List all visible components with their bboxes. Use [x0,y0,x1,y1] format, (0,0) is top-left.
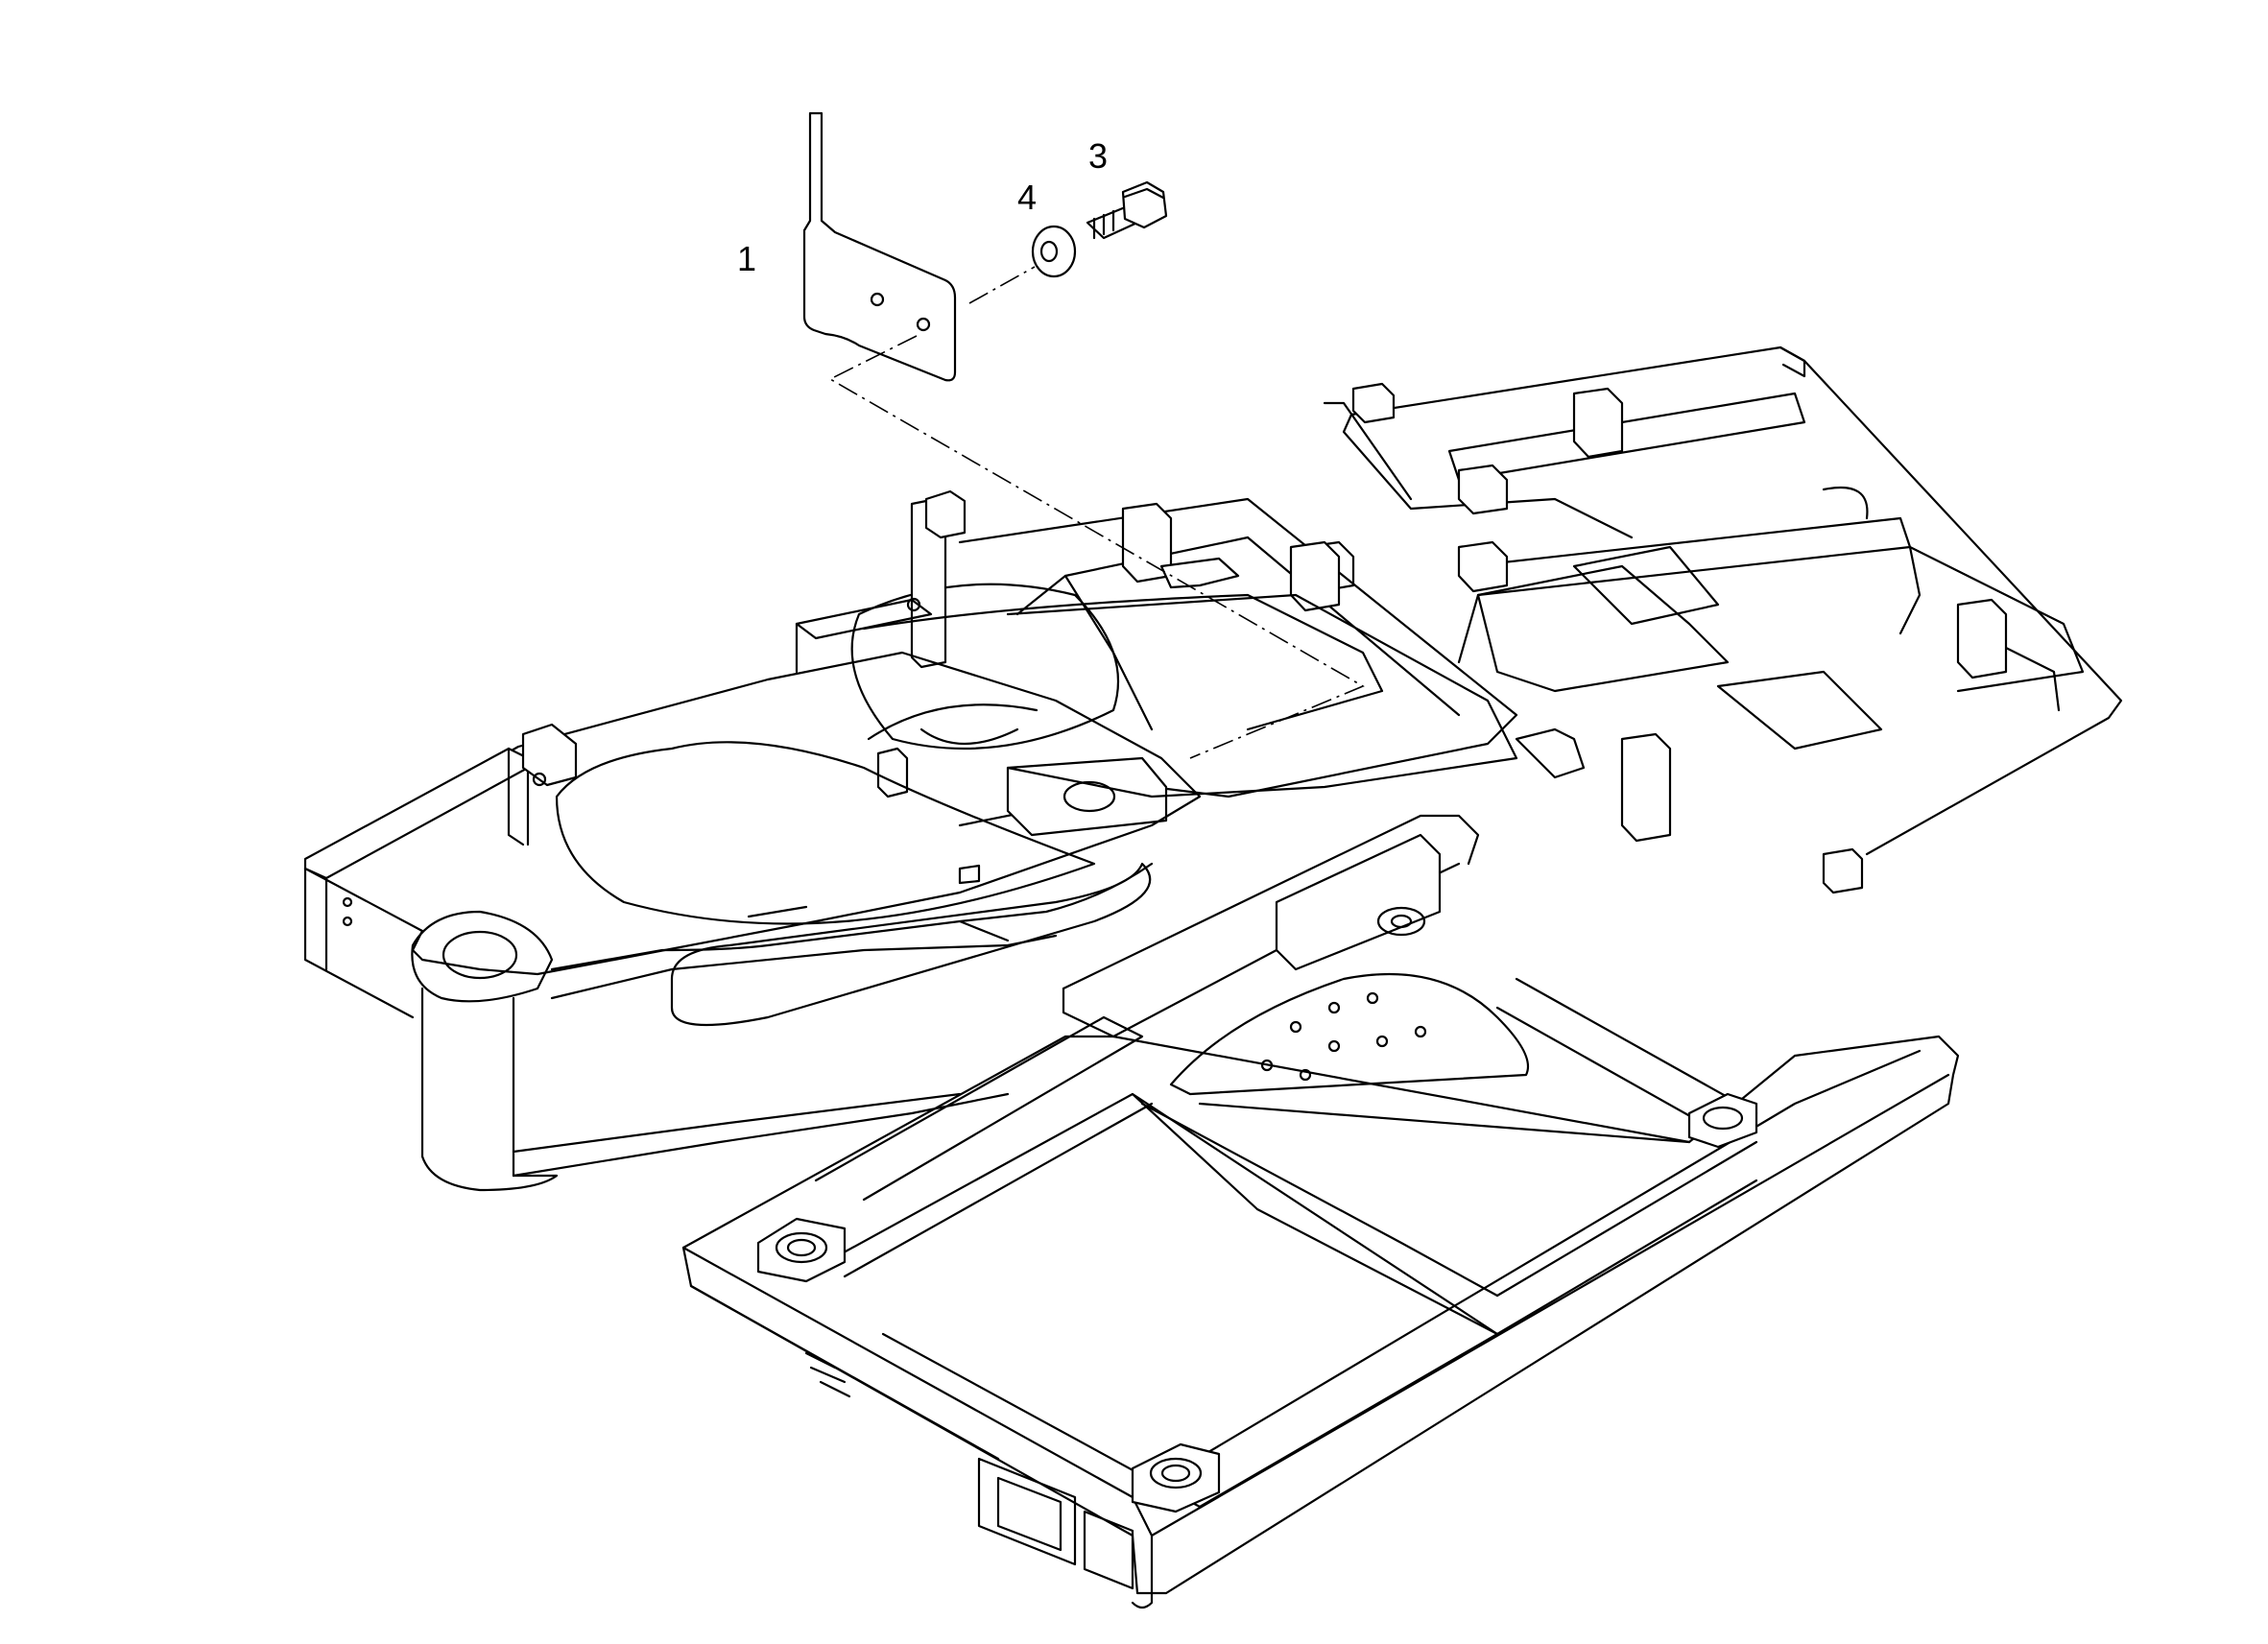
rear-frame [1303,345,2123,894]
callout-1: 1 [737,239,757,278]
platform-frame [681,814,1960,1609]
bracket-part [802,111,957,382]
washer-part [1031,225,1077,278]
callout-3: 3 [1088,136,1109,176]
bolt-part [1086,180,1168,240]
callout-4: 4 [1017,178,1038,217]
center-frame [795,489,1518,885]
boom [303,651,1202,1192]
assembly-lines [828,266,1365,759]
